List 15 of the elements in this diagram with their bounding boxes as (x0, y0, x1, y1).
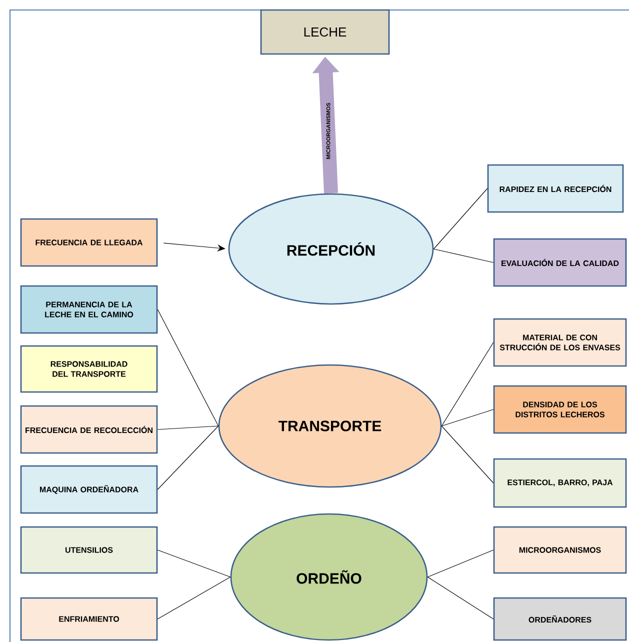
factor-box: PERMANENCIA DE LA LECHE EN EL CAMINO (20, 285, 158, 334)
factor-box: ENFRIAMIENTO (20, 597, 158, 641)
title-box: LECHE (260, 9, 390, 55)
factor-box: EVALUACIÓN DE LA CALIDAD (493, 238, 627, 287)
factor-box: ESTIERCOL, BARRO, PAJA (493, 458, 627, 508)
factor-box: UTENSILIOS (20, 526, 158, 574)
factor-box: MAQUINA ORDEÑADORA (20, 465, 158, 514)
factor-box: FRECUENCIA DE LLEGADA (20, 218, 158, 267)
factor-box: RESPONSABILIDAD DEL TRANSPORTE (20, 345, 158, 393)
factor-box: RAPIDEZ EN LA RECEPCIÓN (487, 164, 624, 213)
factor-box: DENSIDAD DE LOS DISTRITOS LECHEROS (493, 385, 627, 434)
factor-box: ORDEÑADORES (493, 597, 627, 641)
factor-box: MICROORGANISMOS (493, 526, 627, 574)
factor-box: FRECUENCIA DE RECOLECCIÓN (20, 405, 158, 454)
factor-box: MATERIAL DE CON STRUCCIÓN DE LOS ENVASES (493, 318, 627, 367)
